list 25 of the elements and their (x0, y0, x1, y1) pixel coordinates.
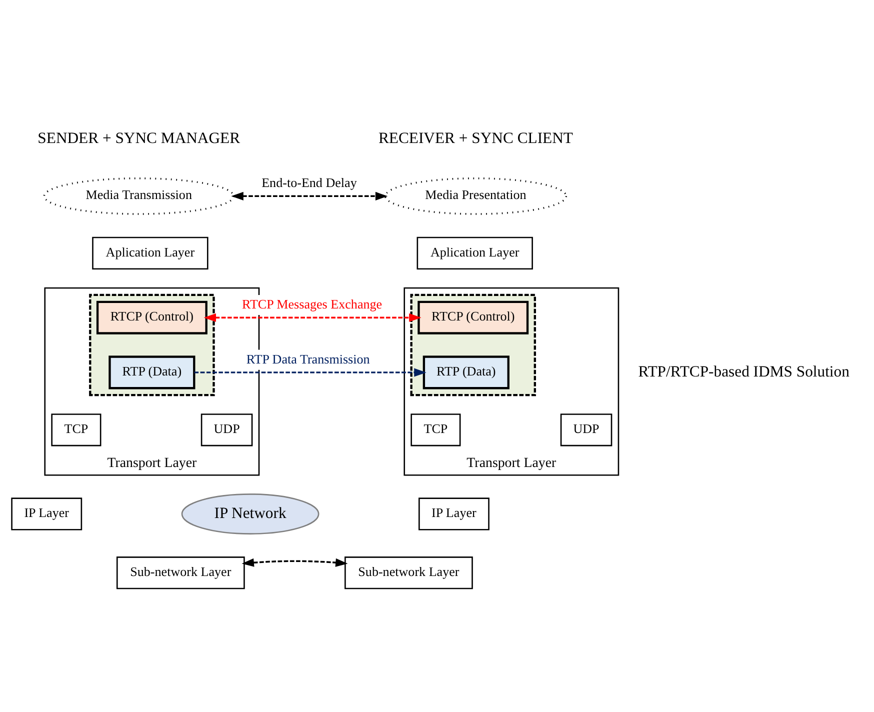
node-box: Aplication Layer (416, 236, 533, 270)
node-box: RTP (Data) (422, 356, 510, 390)
arrow (204, 313, 422, 322)
node-ellipse: Media Presentation (384, 177, 568, 215)
edge-label: End-to-End Delay (262, 175, 357, 190)
label: SENDER + SYNC MANAGER (38, 130, 240, 147)
node-ellipse: IP Network (181, 494, 320, 534)
node-box: UDP (200, 414, 253, 446)
node-ellipse: Media Transmission (43, 177, 234, 215)
node-box: Sub-network Layer (344, 556, 473, 590)
arrow (242, 558, 348, 567)
node-box: Sub-network Layer (116, 556, 245, 590)
arrow (231, 192, 388, 200)
node-box: IP Layer (418, 498, 490, 530)
node-box: IP Layer (11, 498, 82, 530)
node-box: RTCP (Control) (96, 300, 208, 334)
node-box: TCP (410, 414, 461, 446)
node-box: RTCP (Control) (418, 300, 529, 334)
node-box: TCP (51, 414, 102, 446)
node-box: Aplication Layer (92, 236, 208, 270)
node-box: UDP (560, 414, 612, 446)
label: RECEIVER + SYNC CLIENT (378, 130, 573, 147)
label: RTP/RTCP-based IDMS Solution (638, 363, 850, 380)
node-box: RTP (Data) (108, 356, 196, 390)
arrow (194, 368, 426, 377)
